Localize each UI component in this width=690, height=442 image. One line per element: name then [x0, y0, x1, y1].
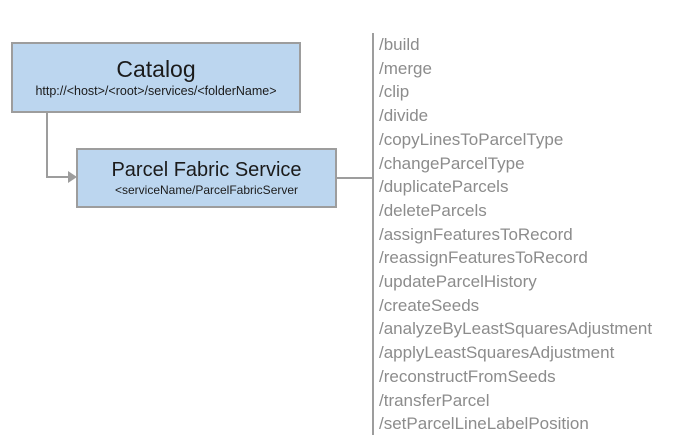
node-parcel-fabric-service-path: <serviceName/ParcelFabricServer: [114, 182, 299, 197]
operation-item: /build: [379, 35, 420, 54]
node-catalog: Catalog http://<host>/<root>/services/<f…: [11, 42, 301, 113]
operation-item: /copyLinesToParcelType: [379, 129, 564, 149]
operation-item: /deleteParcels: [379, 200, 487, 220]
operation-item: /reconstructFromSeeds: [379, 366, 556, 386]
connector-catalog-horizontal: [46, 176, 70, 178]
operation-item: /updateParcelHistory: [379, 272, 537, 292]
operation-item: /changeParcelType: [379, 153, 525, 173]
operation-item: /divide: [379, 106, 429, 126]
connector-service-to-operations: [337, 177, 373, 179]
node-catalog-title: Catalog: [116, 55, 196, 82]
node-parcel-fabric-service-title: Parcel Fabric Service: [111, 158, 302, 181]
operation-item: /reassignFeaturesToRecord: [379, 248, 588, 268]
node-parcel-fabric-service: Parcel Fabric Service <serviceName/Parce…: [76, 148, 337, 208]
operation-item: /merge: [379, 58, 432, 78]
operation-item: /transferParcel: [379, 390, 490, 410]
connector-catalog-vertical: [46, 113, 48, 177]
arrowhead-icon: [68, 171, 77, 183]
operation-item: /duplicateParcels: [379, 177, 509, 197]
operation-item: /createSeeds: [379, 295, 480, 315]
operation-item: /setParcelLineLabelPosition: [379, 414, 589, 434]
operation-item: /clip: [379, 82, 410, 102]
operations-list-rule: [372, 33, 374, 435]
operations-list: /build/merge/clip/divide/copyLinesToParc…: [379, 33, 684, 436]
operation-item: /assignFeaturesToRecord: [379, 224, 573, 244]
operation-item: /applyLeastSquaresAdjustment: [379, 343, 615, 363]
node-catalog-url: http://<host>/<root>/services/<folderNam…: [35, 84, 277, 99]
operation-item: /analyzeByLeastSquaresAdjustment: [379, 319, 653, 339]
